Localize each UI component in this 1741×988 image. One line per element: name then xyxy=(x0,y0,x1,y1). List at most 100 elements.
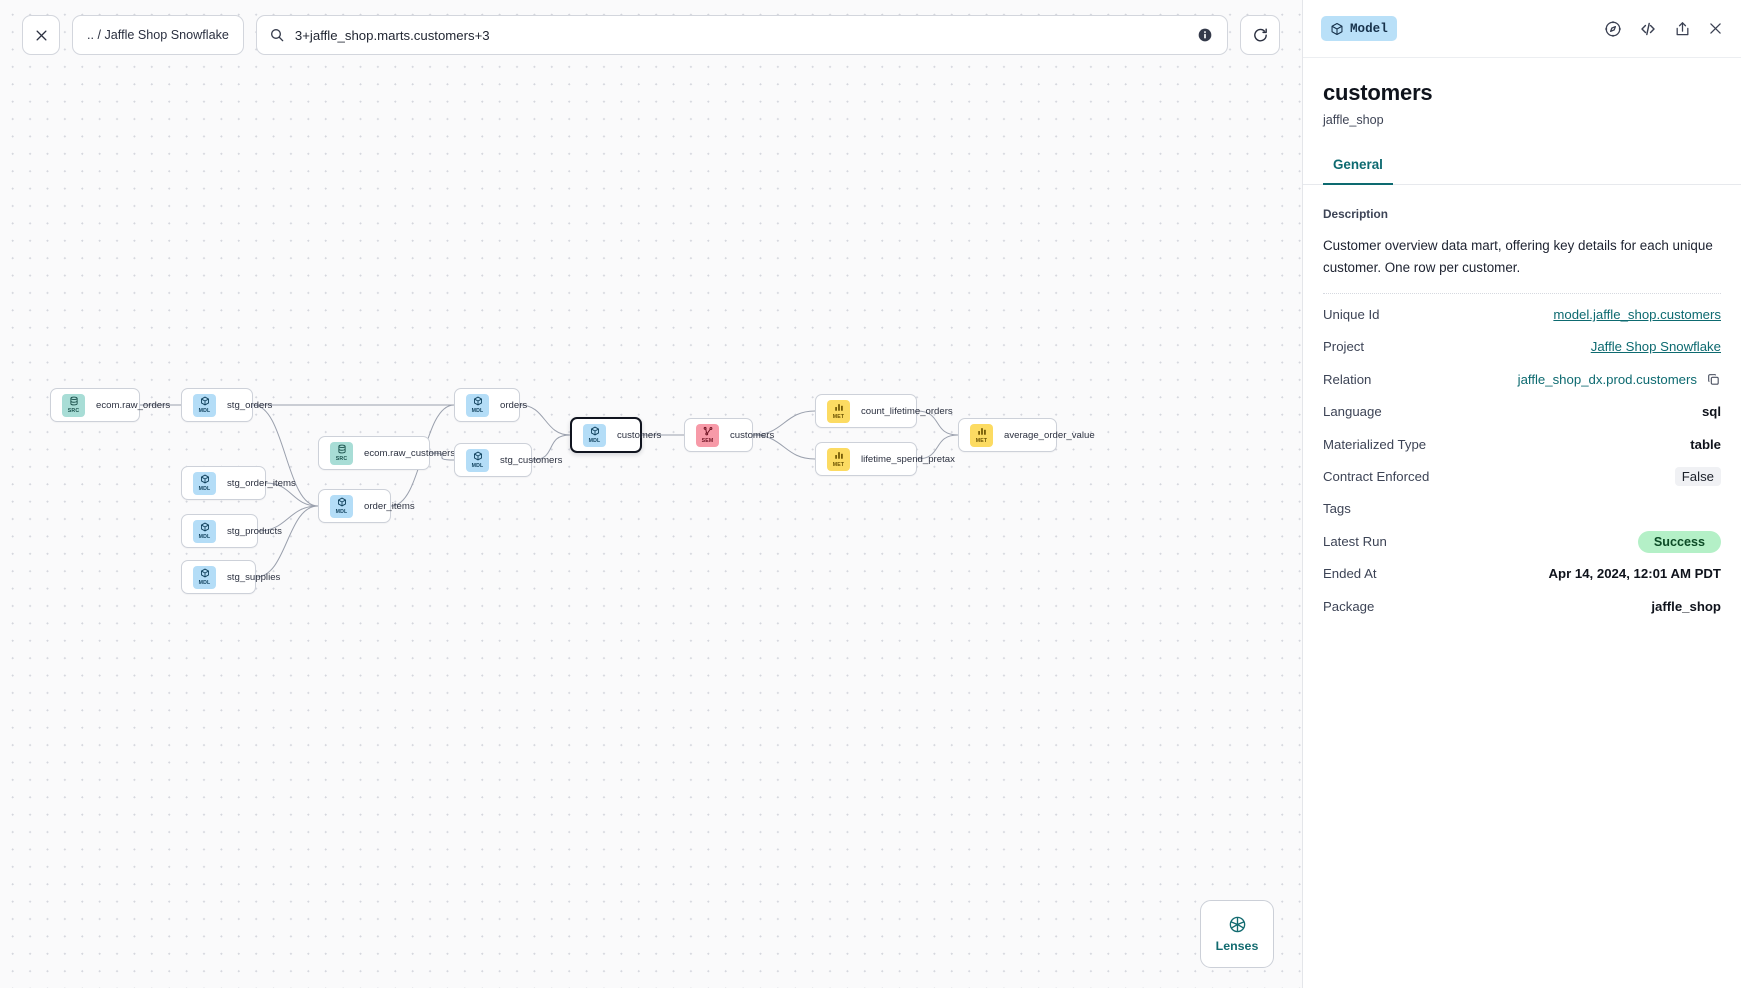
property-value: Apr 14, 2024, 12:01 AM PDT xyxy=(1548,566,1722,582)
graph-node-stg-orders[interactable]: MDL stg_orders xyxy=(181,388,272,422)
property-key: Unique Id xyxy=(1323,307,1380,323)
lenses-button[interactable]: Lenses xyxy=(1200,900,1274,968)
aperture-icon xyxy=(1228,915,1247,934)
property-row: Unique Id model.jaffle_shop.customers xyxy=(1323,298,1721,330)
panel-actions xyxy=(1604,20,1724,38)
refresh-icon xyxy=(1252,27,1269,44)
description-label: Description xyxy=(1323,207,1388,221)
breadcrumb-label: .. / Jaffle Shop Snowflake xyxy=(87,28,229,42)
property-key: Language xyxy=(1323,404,1382,420)
graph-node-label: stg_orders xyxy=(227,399,273,411)
property-row: Relation jaffle_shop_dx.prod.customers xyxy=(1323,363,1721,395)
met-badge-icon: MET xyxy=(827,399,850,423)
refresh-button[interactable] xyxy=(1240,15,1280,55)
graph-node-label: stg_order_items xyxy=(227,477,296,489)
breadcrumb[interactable]: .. / Jaffle Shop Snowflake xyxy=(72,15,244,55)
property-row: Project Jaffle Shop Snowflake xyxy=(1323,331,1721,363)
property-row: Materialized Type table xyxy=(1323,428,1721,460)
property-row: Package jaffle_shop xyxy=(1323,590,1721,622)
graph-node-label: customers xyxy=(617,429,662,441)
property-value: table xyxy=(1690,436,1721,452)
node-type-label: Model xyxy=(1350,21,1388,36)
graph-node-stg-products[interactable]: MDL stg_products xyxy=(181,514,282,548)
property-value[interactable]: Jaffle Shop Snowflake xyxy=(1590,339,1721,355)
mdl-badge-icon: MDL xyxy=(466,448,489,472)
tab-general[interactable]: General xyxy=(1323,151,1393,185)
search-input[interactable] xyxy=(294,27,1187,43)
property-key: Ended At xyxy=(1323,566,1377,582)
description-text: Customer overview data mart, offering ke… xyxy=(1323,238,1713,275)
property-key: Relation xyxy=(1323,371,1372,387)
close-icon xyxy=(34,28,49,43)
details-panel: Model xyxy=(1302,0,1741,988)
sem-badge-icon: SEM xyxy=(696,423,719,447)
graph-node-label: customers xyxy=(730,429,775,441)
graph-node-stg-customers[interactable]: MDL stg_customers xyxy=(454,443,562,477)
graph-node-customers-semantic[interactable]: SEM customers xyxy=(684,418,774,452)
graph-node-label: ecom.raw_customers xyxy=(364,447,456,459)
graph-node-stg-order-items[interactable]: MDL stg_order_items xyxy=(181,466,296,500)
value-chip: False xyxy=(1674,467,1721,487)
property-key: Materialized Type xyxy=(1323,436,1427,452)
node-type-badge: Model xyxy=(1321,16,1397,41)
src-badge-icon: SRC xyxy=(62,393,85,417)
property-key: Latest Run xyxy=(1323,533,1387,549)
graph-node-label: stg_customers xyxy=(500,454,563,466)
panel-tabs: General xyxy=(1303,151,1741,185)
status-badge: Success xyxy=(1637,530,1721,553)
mdl-badge-icon: MDL xyxy=(193,519,216,543)
relation-text: jaffle_shop_dx.prod.customers xyxy=(1517,371,1697,387)
copy-icon[interactable] xyxy=(1706,372,1721,387)
graph-node-label: stg_products xyxy=(227,525,282,537)
focus-icon[interactable] xyxy=(1604,20,1622,38)
panel-topbar: Model xyxy=(1303,0,1741,58)
property-value: jaffle_shop xyxy=(1651,598,1721,614)
graph-node-customers-model[interactable]: MDL customers xyxy=(570,417,661,453)
page-subtitle: jaffle_shop xyxy=(1323,113,1384,127)
info-icon[interactable] xyxy=(1197,27,1213,43)
met-badge-icon: MET xyxy=(970,423,993,447)
property-key: Package xyxy=(1323,598,1375,614)
panel-body: Description Customer overview data mart,… xyxy=(1303,185,1741,988)
close-button[interactable] xyxy=(22,15,60,55)
graph-node-average-order-value[interactable]: MET average_order_value xyxy=(958,418,1095,452)
property-value: Success xyxy=(1637,530,1721,553)
graph-node-label: count_lifetime_orders xyxy=(861,405,953,417)
property-row: Contract Enforced False xyxy=(1323,460,1721,492)
property-value: False xyxy=(1674,467,1721,487)
mdl-badge-icon: MDL xyxy=(193,471,216,495)
lenses-label: Lenses xyxy=(1215,939,1259,953)
page-title: customers xyxy=(1323,80,1433,105)
met-badge-icon: MET xyxy=(827,447,850,471)
graph-node-count-lifetime-orders[interactable]: MET count_lifetime_orders xyxy=(815,394,953,428)
code-icon[interactable] xyxy=(1638,20,1658,38)
property-value[interactable]: jaffle_shop_dx.prod.customers xyxy=(1518,372,1721,387)
divider xyxy=(1323,293,1721,295)
search-bar[interactable] xyxy=(255,15,1228,55)
mdl-badge-icon: MDL xyxy=(583,423,606,447)
property-value[interactable]: model.jaffle_shop.customers xyxy=(1553,307,1721,323)
property-row: Latest Run Success xyxy=(1323,525,1721,557)
share-icon[interactable] xyxy=(1674,20,1691,38)
close-icon[interactable] xyxy=(1707,20,1724,37)
graph-node-label: average_order_value xyxy=(1004,429,1095,441)
property-key: Project xyxy=(1323,339,1365,355)
property-key: Tags xyxy=(1323,501,1351,517)
mdl-badge-icon: MDL xyxy=(193,393,216,417)
mdl-badge-icon: MDL xyxy=(466,393,489,417)
mdl-badge-icon: MDL xyxy=(193,565,216,589)
panel-header: customers jaffle_shop xyxy=(1303,58,1741,127)
graph-node-label: order_items xyxy=(364,500,415,512)
mdl-badge-icon: MDL xyxy=(330,494,353,518)
graph-node-order-items[interactable]: MDL order_items xyxy=(318,489,415,523)
property-key: Contract Enforced xyxy=(1323,469,1430,485)
